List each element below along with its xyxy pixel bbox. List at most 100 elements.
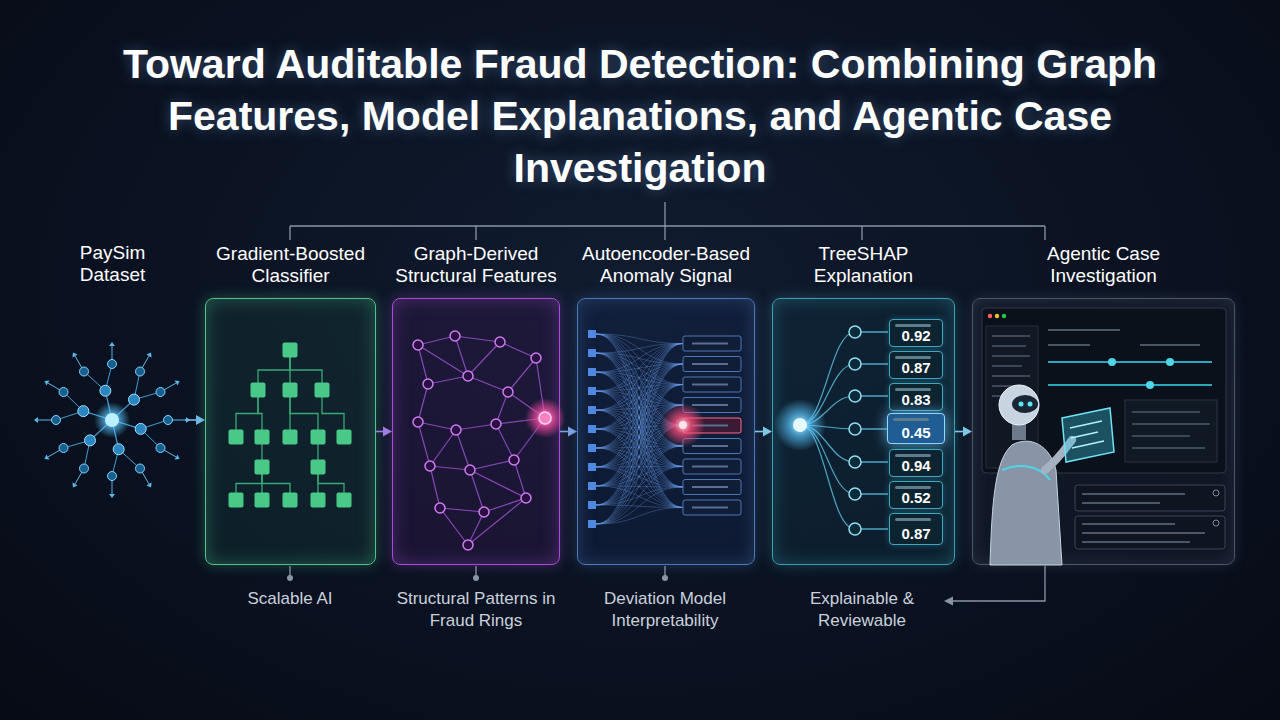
network-arrowhead bbox=[72, 352, 77, 357]
network-link bbox=[90, 420, 112, 440]
stage-heading: Agentic Case Investigation bbox=[1024, 243, 1184, 287]
leader-line bbox=[952, 566, 1045, 601]
network-node bbox=[136, 464, 145, 473]
network-arrowhead bbox=[72, 483, 77, 488]
network-spoke bbox=[112, 346, 113, 364]
network-arrowhead bbox=[175, 380, 180, 385]
text-placeholder bbox=[895, 518, 931, 521]
bracket-bar bbox=[290, 225, 1045, 226]
network-link bbox=[84, 372, 105, 391]
network-link bbox=[112, 449, 119, 476]
network-illustration bbox=[34, 342, 190, 498]
shap-value: 0.45 bbox=[901, 424, 930, 441]
network-arrowhead bbox=[146, 483, 151, 488]
annotation-label: Deviation Model Interpretability bbox=[590, 588, 740, 632]
process-box: Graph-Derived Structural Features bbox=[392, 298, 560, 565]
network-link bbox=[112, 400, 134, 420]
arrowhead bbox=[383, 427, 392, 437]
process-box: Autoencoder-Based Anomaly Signal bbox=[577, 298, 755, 565]
leader-tick bbox=[290, 566, 665, 577]
network-spoke bbox=[75, 468, 84, 484]
network-link bbox=[105, 391, 112, 420]
network-node bbox=[84, 435, 95, 446]
shap-value: 0.87 bbox=[901, 359, 930, 376]
stage-heading: Autoencoder-Based Anomaly Signal bbox=[571, 243, 761, 287]
shap-value: 0.94 bbox=[901, 457, 930, 474]
network-spoke bbox=[112, 476, 113, 494]
network-node bbox=[80, 367, 89, 376]
network-link bbox=[64, 392, 84, 411]
stage-heading: Graph-Derived Structural Features bbox=[389, 243, 564, 287]
network-link bbox=[119, 449, 140, 468]
flow-connector bbox=[376, 431, 385, 433]
network-arrowhead bbox=[109, 494, 115, 498]
network-link bbox=[141, 429, 161, 448]
network-hub bbox=[105, 413, 119, 427]
shap-value: 0.52 bbox=[901, 489, 930, 506]
diagram-title: Toward Auditable Fraud Detection: Combin… bbox=[80, 38, 1200, 194]
network-link bbox=[56, 411, 83, 420]
shap-value: 0.83 bbox=[901, 391, 930, 408]
network-node bbox=[156, 388, 165, 397]
text-placeholder bbox=[895, 454, 931, 457]
text-placeholder bbox=[895, 324, 931, 327]
bracket-ticks bbox=[290, 226, 1045, 240]
network-spoke bbox=[48, 448, 64, 457]
network-spoke bbox=[140, 356, 149, 372]
network-node bbox=[59, 444, 68, 453]
network-node bbox=[135, 423, 146, 434]
arrowhead bbox=[963, 427, 972, 437]
network-arrowhead bbox=[109, 342, 115, 346]
stage-heading: PaySim Dataset bbox=[58, 242, 168, 286]
network-node bbox=[108, 360, 117, 369]
network-spoke bbox=[75, 356, 84, 372]
flow-connector bbox=[755, 431, 765, 433]
process-box: TreeSHAP Explanation0.920.870.830.450.94… bbox=[772, 298, 955, 565]
flow-connector bbox=[185, 419, 198, 421]
network-link bbox=[83, 411, 112, 420]
annotation-label: Structural Patterns in Fraud Rings bbox=[396, 588, 556, 632]
dataset-node: PaySim Dataset bbox=[40, 345, 185, 495]
network-node bbox=[156, 444, 165, 453]
network-node bbox=[80, 464, 89, 473]
network-node bbox=[113, 444, 124, 455]
stage-heading: TreeSHAP Explanation bbox=[789, 243, 939, 287]
network-link bbox=[84, 440, 90, 468]
arrowhead bbox=[196, 415, 205, 425]
network-node bbox=[52, 416, 61, 425]
network-arrowhead bbox=[146, 352, 151, 357]
network-node bbox=[100, 385, 111, 396]
value-box: 0.94 bbox=[889, 449, 943, 477]
arrowhead bbox=[763, 427, 772, 437]
value-box: 0.45 bbox=[887, 413, 945, 444]
network-node bbox=[129, 394, 140, 405]
network-link bbox=[141, 420, 168, 429]
bracket-stem bbox=[664, 202, 665, 226]
network-arrowhead bbox=[44, 454, 49, 459]
leader-dot bbox=[287, 575, 293, 581]
leader-dot bbox=[473, 575, 479, 581]
network-spoke bbox=[160, 383, 176, 392]
network-node bbox=[108, 472, 117, 481]
network-arrowhead bbox=[44, 380, 49, 385]
network-arrowhead bbox=[186, 417, 190, 423]
annotation-label: Scalable AI bbox=[215, 588, 365, 610]
text-placeholder bbox=[895, 388, 931, 391]
value-box: 0.87 bbox=[889, 513, 943, 545]
arrowhead bbox=[568, 427, 577, 437]
flow-connector bbox=[955, 431, 965, 433]
stage-heading: Gradient-Boosted Classifier bbox=[208, 243, 373, 287]
leader-arrowhead bbox=[944, 597, 953, 606]
text-placeholder bbox=[895, 486, 931, 489]
process-box: Gradient-Boosted Classifier bbox=[205, 298, 376, 565]
network-node bbox=[164, 416, 173, 425]
network-link bbox=[112, 420, 141, 429]
network-link bbox=[134, 372, 140, 400]
shap-value: 0.92 bbox=[901, 327, 930, 344]
annotation-label: Explainable & Reviewable bbox=[800, 588, 925, 632]
value-box: 0.52 bbox=[889, 481, 943, 509]
network-link bbox=[105, 364, 112, 391]
network-spoke bbox=[168, 420, 186, 421]
network-arrowhead bbox=[34, 417, 38, 423]
